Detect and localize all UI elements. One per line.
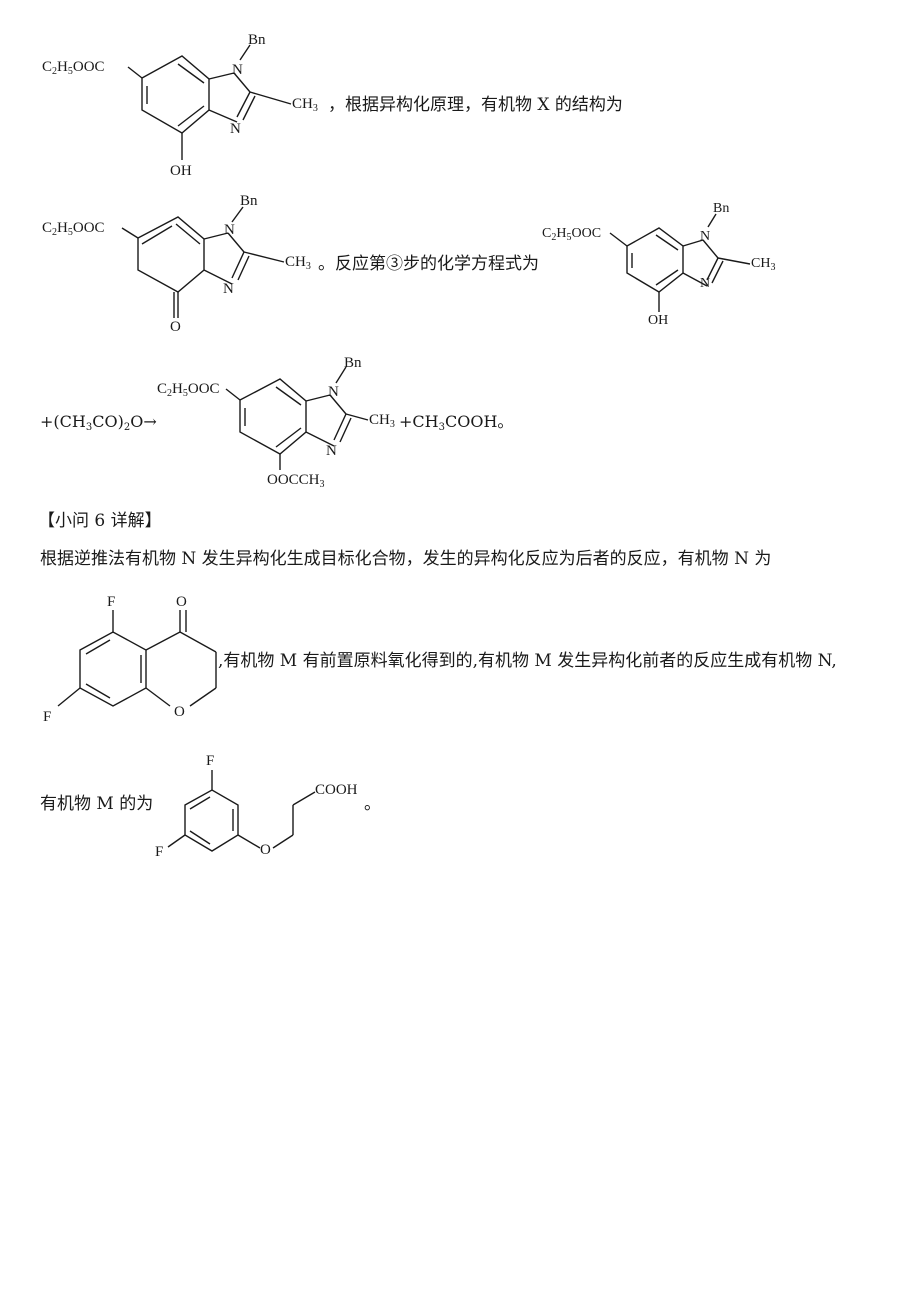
n-label-4b: N	[326, 443, 337, 459]
o-label-6: O	[260, 842, 271, 858]
f-label-5b: F	[43, 709, 52, 725]
ester-label-1: C2H5OOC	[42, 59, 105, 77]
sentence-2: 。反应第③步的化学方程式为	[318, 254, 539, 274]
methyl-label-3: CH3	[751, 256, 776, 273]
structure-4-product	[225, 366, 369, 470]
oh-label-1: OH	[170, 163, 192, 179]
f-label-6b: F	[155, 844, 164, 860]
paragraph-8: 有机物 M 的为	[40, 794, 154, 814]
n-label-1a: N	[232, 62, 243, 78]
f-label-6a: F	[206, 753, 215, 769]
o-label-5a: O	[176, 594, 187, 610]
sentence-1: ，根据异构化原理，有机物 X 的结构为	[328, 95, 623, 115]
cooh-label-6: COOH	[315, 782, 358, 798]
structure-5-chromanone	[57, 610, 217, 707]
n-label-3b: N	[700, 276, 711, 291]
structure-6-acid	[167, 770, 316, 852]
paragraph-6: 根据逆推法有机物 N 发生异构化生成目标化合物，发生的异构化反应为后者的反应，有…	[40, 549, 772, 569]
bn-label-1: Bn	[248, 32, 266, 48]
n-label-2a: N	[224, 222, 235, 238]
methyl-label-2: CH3	[285, 254, 311, 272]
byproduct-acetic-acid: +CH3COOH。	[399, 412, 514, 433]
methyl-label-4: CH3	[369, 412, 395, 430]
o-label-5b: O	[174, 704, 185, 720]
f-label-5a: F	[107, 594, 116, 610]
oh-label-3: OH	[648, 313, 669, 328]
ester-label-4: C2H5OOC	[157, 381, 220, 399]
n-label-3a: N	[700, 229, 711, 244]
methyl-label-1: CH3	[292, 96, 318, 114]
bn-label-3: Bn	[713, 201, 730, 216]
structure-2-keto-benzimidazole	[121, 206, 285, 318]
structure-3-reactant	[609, 213, 751, 312]
n-label-4a: N	[328, 384, 339, 400]
paragraph-7: ,有机物 M 有前置原料氧化得到的,有机物 M 发生异构化前者的反应生成有机物 …	[218, 651, 837, 671]
section-heading-6: 【小问 6 详解】	[38, 511, 162, 531]
structure-1-hydroxy-benzimidazole	[127, 44, 292, 160]
acetoxy-label-4: OOCCH3	[267, 472, 325, 490]
ester-label-3: C2H5OOC	[542, 226, 602, 243]
ester-label-2: C2H5OOC	[42, 220, 105, 238]
oxo-label-2: O	[170, 319, 181, 335]
n-label-1b: N	[230, 121, 241, 137]
paragraph-8-end: 。	[364, 794, 381, 814]
bn-label-4: Bn	[344, 355, 362, 371]
bn-label-2: Bn	[240, 193, 258, 209]
reactant-anhydride: +(CH3CO)2O→	[40, 412, 157, 433]
n-label-2b: N	[223, 281, 234, 297]
